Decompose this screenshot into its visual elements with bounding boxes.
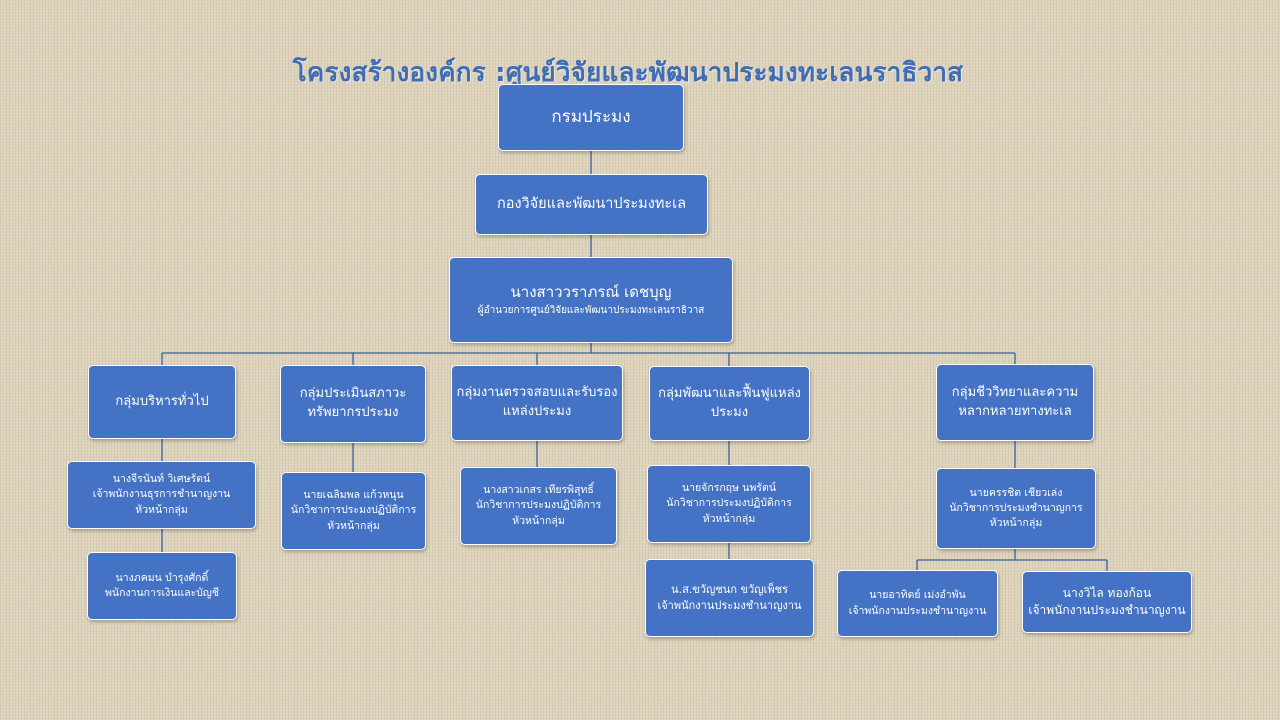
node-group-label-line2: ประมง — [710, 404, 749, 420]
node-staff-marine-biology-1: นายอาทิตย์ เม่งอำพัน เจ้าพนักงานประมงชำน… — [837, 570, 998, 637]
node-head-position: นักวิชาการประมงปฏิบัติการ — [290, 504, 417, 517]
node-group-label-line2: หลากหลายทางทะเล — [958, 403, 1072, 419]
node-director: นางสาววราภรณ์ เดชบุญ ผู้อำนวยการศูนย์วิจ… — [449, 257, 733, 343]
node-head-marine-biology: นายครรชิต เชียวเล่ง นักวิชาการประมงชำนาญ… — [936, 468, 1096, 549]
node-staff-fishery-restoration: น.ส.ขวัญชนก ขวัญเพ็ชร เจ้าพนักงานประมงชำ… — [645, 559, 814, 637]
node-head-role: หัวหน้ากลุ่ม — [512, 514, 565, 527]
node-department-label: กรมประมง — [551, 107, 631, 128]
node-head-name: นายจักรกฤษ นพรัตน์ — [681, 482, 777, 495]
node-head-position: เจ้าพนักงานธุรการชำนาญงาน — [92, 488, 231, 501]
node-group-label-line1: กลุ่มประเมินสภาวะ — [299, 386, 407, 402]
node-group-label-line1: กลุ่มพัฒนาและฟื้นฟูแหล่ง — [658, 385, 801, 401]
node-group-marine-biology: กลุ่มชีววิทยาและความ หลากหลายทางทะเล — [936, 364, 1094, 441]
node-head-name: นายครรชิต เชียวเล่ง — [969, 486, 1063, 499]
node-head-position: นักวิชาการประมงปฏิบัติการ — [475, 499, 602, 512]
node-head-resource-assessment: นายเฉลิมพล แก้วหนุน นักวิชาการประมงปฏิบั… — [281, 472, 426, 550]
node-head-inspection-certification: นางสาวเกสร เทียรพิสุทธิ์ นักวิชาการประมง… — [460, 467, 617, 545]
node-head-position: นักวิชาการประมงปฏิบัติการ — [666, 497, 792, 510]
node-head-fishery-restoration: นายจักรกฤษ นพรัตน์ นักวิชาการประมงปฏิบัต… — [647, 465, 811, 543]
node-head-name: นางสาวเกสร เทียรพิสุทธิ์ — [483, 484, 594, 497]
node-group-label-line2: ทรัพยากรประมง — [307, 405, 399, 420]
node-head-name: นางจีรนันท์ วิเศษรัตน์ — [112, 473, 211, 486]
node-director-name: นางสาววราภรณ์ เดชบุญ — [510, 282, 672, 301]
node-head-role: หัวหน้ากลุ่ม — [327, 519, 380, 532]
node-staff-marine-biology-2: นางวิไล ทองก้อน เจ้าพนักงานประมงชำนาญงาน — [1022, 571, 1192, 633]
node-division: กองวิจัยและพัฒนาประมงทะเล — [475, 174, 708, 235]
node-staff-position: เจ้าพนักงานประมงชำนาญงาน — [1028, 603, 1186, 617]
node-head-role: หัวหน้ากลุ่ม — [702, 512, 756, 525]
node-staff-position: เจ้าพนักงานประมงชำนาญงาน — [848, 604, 987, 617]
node-division-label: กองวิจัยและพัฒนาประมงทะเล — [496, 195, 687, 212]
node-group-fishery-restoration: กลุ่มพัฒนาและฟื้นฟูแหล่ง ประมง — [649, 366, 810, 441]
node-staff-name: นางวิไล ทองก้อน — [1062, 585, 1152, 600]
node-head-role: หัวหน้ากลุ่ม — [135, 503, 188, 516]
node-head-name: นายเฉลิมพล แก้วหนุน — [303, 489, 404, 502]
page-title: โครงสร้างองค์กร :ศูนย์วิจัยและพัฒนาประมง… — [292, 58, 964, 88]
node-staff-position: เจ้าพนักงานประมงชำนาญงาน — [657, 599, 802, 612]
node-group-resource-assessment: กลุ่มประเมินสภาวะ ทรัพยากรประมง — [280, 365, 426, 443]
node-group-label-line2: แหล่งประมง — [502, 404, 572, 419]
node-group-label-line1: กลุ่มงานตรวจสอบและรับรอง — [456, 385, 618, 401]
node-staff-name: น.ส.ขวัญชนก ขวัญเพ็ชร — [671, 583, 788, 597]
node-group-inspection-certification: กลุ่มงานตรวจสอบและรับรอง แหล่งประมง — [451, 365, 623, 441]
node-staff-finance: นางภคมน บำรุงศักดิ์ พนักงานการเงินและบัญ… — [87, 552, 237, 620]
node-staff-name: นายอาทิตย์ เม่งอำพัน — [869, 589, 966, 602]
node-department: กรมประมง — [498, 84, 684, 151]
node-head-general-admin: นางจีรนันท์ วิเศษรัตน์ เจ้าพนักงานธุรการ… — [67, 461, 256, 529]
node-director-position: ผู้อำนวยการศูนย์วิจัยและพัฒนาประมงทะเลนร… — [477, 304, 705, 316]
node-staff-position: พนักงานการเงินและบัญชี — [104, 587, 220, 599]
node-head-position: นักวิชาการประมงชำนาญการ — [949, 501, 1083, 514]
node-group-label-line1: กลุ่มบริหารทั่วไป — [115, 393, 209, 409]
node-staff-name: นางภคมน บำรุงศักดิ์ — [115, 571, 209, 584]
node-head-role: หัวหน้ากลุ่ม — [989, 517, 1043, 530]
node-group-general-admin: กลุ่มบริหารทั่วไป — [88, 365, 236, 439]
node-group-label-line1: กลุ่มชีววิทยาและความ — [951, 384, 1079, 400]
